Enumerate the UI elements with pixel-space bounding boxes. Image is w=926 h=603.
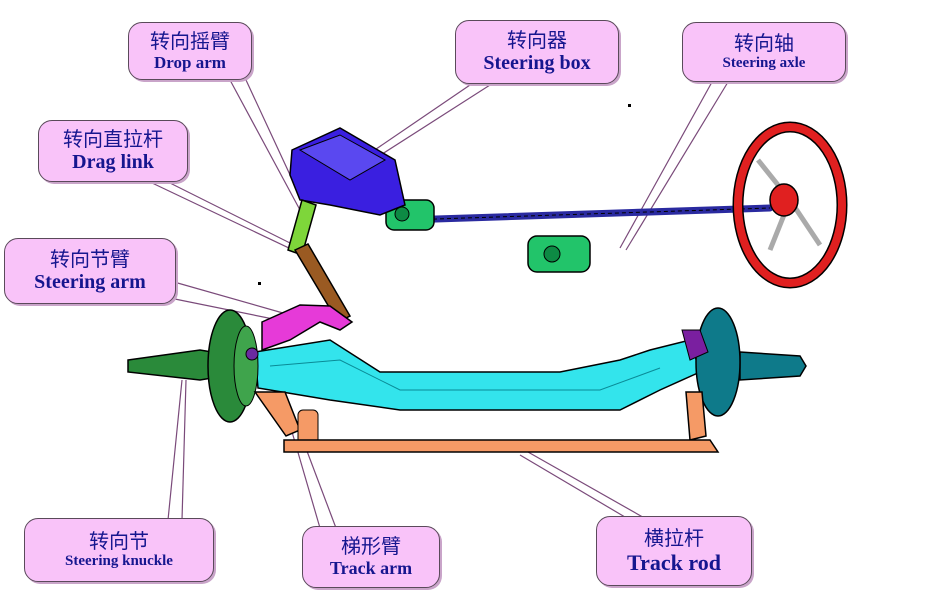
- callout-drag-link: 转向直拉杆 Drag link: [38, 120, 188, 182]
- label-steering-box-zh: 转向器: [507, 28, 567, 52]
- leader-steering-box-2: [364, 84, 491, 166]
- callout-drop-arm: 转向摇臂 Drop arm: [128, 22, 252, 80]
- speck: [258, 282, 261, 285]
- universal-joint-lower: [527, 235, 591, 273]
- leader-drop-arm: [229, 79, 301, 211]
- label-track-arm-zh: 梯形臂: [341, 534, 401, 559]
- track-rod: [283, 439, 720, 453]
- leader-steering-arm: [159, 277, 291, 316]
- label-track-rod-en: Track rod: [627, 549, 721, 575]
- drag-link: [293, 243, 352, 323]
- label-drag-link-en: Drag link: [72, 151, 154, 173]
- label-steering-axle-en: Steering axle: [722, 54, 806, 71]
- callout-track-rod: 横拉杆 Track rod: [596, 516, 752, 586]
- callout-steering-arm: 转向节臂 Steering arm: [4, 238, 176, 304]
- leader-steering-axle-2: [625, 81, 729, 251]
- leader-drag-link: [149, 181, 311, 259]
- label-steering-box-en: Steering box: [483, 52, 591, 74]
- label-steering-knuckle-en: Steering knuckle: [65, 552, 173, 569]
- steering-box: [289, 127, 406, 216]
- steering-axle-shaft: [401, 204, 774, 224]
- label-steering-axle-zh: 转向轴: [734, 30, 794, 55]
- hub-right: [681, 307, 807, 417]
- callout-steering-box: 转向器 Steering box: [455, 20, 619, 84]
- speck: [628, 104, 631, 107]
- label-track-rod-zh: 横拉杆: [644, 525, 704, 550]
- leader-steering-arm-2: [159, 295, 289, 323]
- callout-steering-axle: 转向轴 Steering axle: [682, 22, 846, 82]
- label-drop-arm-en: Drop arm: [154, 52, 226, 72]
- label-steering-arm-en: Steering arm: [34, 271, 146, 293]
- leader-steering-knuckle: [167, 379, 183, 521]
- steering-knuckle-left: [127, 309, 259, 423]
- leader-track-rod: [519, 454, 631, 521]
- track-arm-left: [253, 391, 319, 445]
- track-arm-right: [685, 391, 707, 441]
- leader-steering-axle: [619, 81, 713, 249]
- label-drag-link-zh: 转向直拉杆: [63, 127, 163, 151]
- label-steering-arm-zh: 转向节臂: [50, 247, 130, 271]
- leader-lines: [149, 79, 729, 529]
- leader-drag-link-2: [167, 181, 313, 255]
- steering-wheel: [732, 121, 848, 289]
- label-drop-arm-zh: 转向摇臂: [150, 28, 230, 53]
- label-steering-knuckle-zh: 转向节: [89, 528, 149, 553]
- leader-track-rod-2: [527, 451, 649, 521]
- callout-track-arm: 梯形臂 Track arm: [302, 526, 440, 588]
- label-track-arm-en: Track arm: [329, 558, 413, 579]
- front-axle-beam: [254, 339, 701, 411]
- steering-arm: [261, 304, 354, 352]
- leader-steering-knuckle-2: [181, 379, 187, 521]
- callout-steering-knuckle: 转向节 Steering knuckle: [24, 518, 214, 582]
- leader-steering-box: [359, 84, 471, 161]
